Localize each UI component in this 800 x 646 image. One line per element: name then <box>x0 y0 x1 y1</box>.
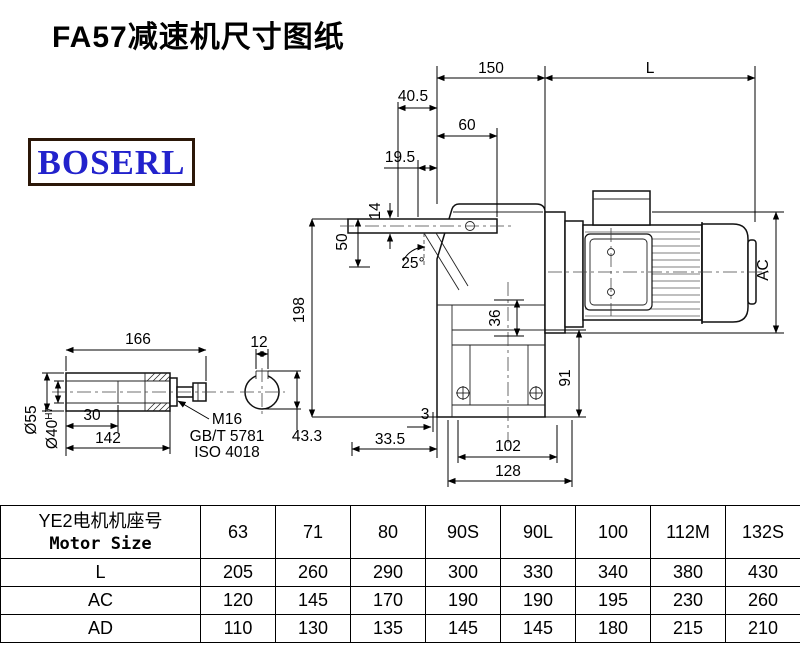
size-col-header: 90S <box>425 505 501 559</box>
gearbox-housing <box>436 203 546 418</box>
table-header-row: YE2电机机座号 Motor Size 63 71 80 90S 90L 100… <box>0 505 800 559</box>
dim-label-60: 60 <box>458 117 476 134</box>
dim-label-12: 12 <box>250 334 267 351</box>
motor-flange <box>544 211 566 334</box>
dim-label-142: 142 <box>95 430 121 447</box>
dia40-base: Ø40 <box>44 419 61 449</box>
dim-value: 130 <box>275 614 351 643</box>
table-row-AD: AD 110 130 135 145 145 180 215 210 <box>0 614 800 643</box>
dim-value: 290 <box>350 558 426 587</box>
dim-value: 120 <box>200 586 276 615</box>
dim-label-AC: AC <box>755 259 772 281</box>
motor <box>544 190 757 334</box>
terminal-box <box>592 190 651 226</box>
size-col-header: 71 <box>275 505 351 559</box>
motor-size-table: YE2电机机座号 Motor Size 63 71 80 90S 90L 100… <box>0 505 800 643</box>
size-col-header: 63 <box>200 505 276 559</box>
dimension-labels: 150 L 40.5 60 19.5 14 50 25° 198 AC 166 … <box>23 60 772 480</box>
dim-label-dia55: Ø55 <box>23 405 40 434</box>
dim-value: 260 <box>275 558 351 587</box>
gearbox-outline <box>436 203 546 418</box>
dim-label-128: 128 <box>495 463 521 480</box>
dim-label-14: 14 <box>367 202 384 220</box>
dim-value: 145 <box>425 614 501 643</box>
angle-arc <box>402 243 426 262</box>
technical-drawing: 150 L 40.5 60 19.5 14 50 25° 198 AC 166 … <box>23 60 784 487</box>
row-label: AC <box>0 586 201 615</box>
dim-value: 380 <box>650 558 726 587</box>
dim-value: 430 <box>725 558 800 587</box>
dim-label-33-5: 33.5 <box>375 431 405 448</box>
boserl-logo: BOSERL <box>28 138 195 186</box>
dim-label-43-3: 43.3 <box>292 428 322 445</box>
dim-value: 300 <box>425 558 501 587</box>
dim-value: 260 <box>725 586 800 615</box>
dim-label-dia40H7: Ø40H7 <box>44 407 61 450</box>
motor-size-header: YE2电机机座号 Motor Size <box>0 505 201 559</box>
motor-fan-cowl <box>701 223 749 323</box>
note-iso4018: ISO 4018 <box>194 444 260 461</box>
dim-value: 210 <box>725 614 800 643</box>
page-title: FA57减速机尺寸图纸 <box>52 21 345 54</box>
dim-label-25deg: 25° <box>401 255 424 272</box>
dim-value: 135 <box>350 614 426 643</box>
dim-value: 230 <box>650 586 726 615</box>
size-col-header: 112M <box>650 505 726 559</box>
note-gbt5781: GB/T 5781 <box>190 428 265 445</box>
dia40-tolerance: H7 <box>44 407 55 420</box>
dim-label-36: 36 <box>487 309 504 326</box>
dim-label-40-5: 40.5 <box>398 88 428 105</box>
row-label: AD <box>0 614 201 643</box>
table-row-AC: AC 120 145 170 190 190 195 230 260 <box>0 586 800 615</box>
size-col-header: 100 <box>575 505 651 559</box>
dim-label-166: 166 <box>125 331 151 348</box>
dim-label-102: 102 <box>495 438 521 455</box>
dim-value: 330 <box>500 558 576 587</box>
boserl-logo-text: BOSERL <box>37 142 186 182</box>
dim-label-3: 3 <box>421 406 430 423</box>
dim-value: 215 <box>650 614 726 643</box>
dim-value: 110 <box>200 614 276 643</box>
dim-label-50: 50 <box>334 233 351 251</box>
dim-value: 205 <box>200 558 276 587</box>
dim-label-30: 30 <box>83 407 101 424</box>
note-m16: M16 <box>212 411 242 428</box>
dim-value: 190 <box>425 586 501 615</box>
dim-label-150: 150 <box>478 60 504 77</box>
dim-label-91: 91 <box>557 369 574 386</box>
dim-label-L: L <box>646 60 655 77</box>
size-col-header: 80 <box>350 505 426 559</box>
row-label: L <box>0 558 201 587</box>
dim-value: 145 <box>500 614 576 643</box>
size-col-header: 90L <box>500 505 576 559</box>
dim-value: 170 <box>350 586 426 615</box>
shaft-hatching <box>146 372 171 412</box>
dim-label-198: 198 <box>291 297 308 323</box>
dim-value: 195 <box>575 586 651 615</box>
dimension-lines <box>42 66 784 487</box>
motor-size-label-cn: YE2电机机座号 <box>38 511 163 531</box>
dim-value: 190 <box>500 586 576 615</box>
motor-adapter <box>564 220 584 328</box>
m16-leader <box>177 400 210 420</box>
size-col-header: 132S <box>725 505 800 559</box>
dim-label-19-5: 19.5 <box>385 149 415 166</box>
dim-value: 340 <box>575 558 651 587</box>
dim-value: 145 <box>275 586 351 615</box>
table-row-L: L 205 260 290 300 330 340 380 430 <box>0 558 800 587</box>
motor-size-label-en: Motor Size <box>49 534 152 554</box>
centerlines <box>52 225 770 443</box>
dim-value: 180 <box>575 614 651 643</box>
